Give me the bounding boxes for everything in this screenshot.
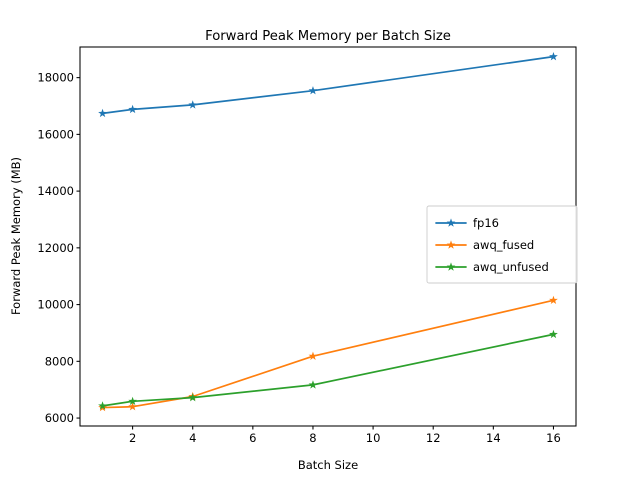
series-fp16: [98, 52, 558, 118]
x-tick-label: 12: [426, 431, 441, 445]
data-point-marker: [128, 396, 137, 406]
y-tick-label: 6000: [45, 411, 74, 425]
data-point-marker: [549, 295, 558, 305]
y-axis-label: Forward Peak Memory (MB): [9, 157, 23, 315]
data-point-marker: [549, 329, 558, 339]
chart-title: Forward Peak Memory per Batch Size: [205, 29, 451, 44]
x-axis-label: Batch Size: [298, 458, 358, 472]
data-point-marker: [549, 52, 558, 61]
legend-label: awq_unfused: [473, 260, 549, 274]
x-tick-label: 14: [486, 431, 501, 445]
x-axis-ticks: 2 4 6 8 10 12 14 16: [129, 426, 561, 445]
data-point-marker: [98, 108, 107, 118]
data-point-marker: [98, 401, 107, 410]
legend-entry-awq_unfused[interactable]: awq_unfused: [435, 260, 549, 274]
y-tick-label: 16000: [37, 127, 74, 141]
x-tick-label: 4: [189, 431, 196, 445]
x-tick-label: 10: [366, 431, 381, 445]
x-tick-label: 8: [309, 431, 316, 445]
legend-label: awq_fused: [473, 238, 534, 252]
series-awq_unfused: [98, 329, 558, 410]
legend-entry-fp16[interactable]: fp16: [435, 216, 499, 230]
legend-entry-awq_fused[interactable]: awq_fused: [435, 238, 534, 252]
x-tick-label: 2: [129, 431, 136, 445]
data-point-marker: [308, 351, 318, 360]
y-tick-label: 10000: [37, 298, 74, 312]
x-tick-label: 16: [546, 431, 561, 445]
data-point-marker: [128, 104, 137, 114]
y-tick-label: 12000: [37, 241, 74, 255]
legend-swatch-marker: [446, 218, 456, 227]
data-point-marker: [308, 380, 318, 389]
chart-legend[interactable]: fp16 awq_fused awq_unfused: [426, 205, 578, 284]
legend-background: [426, 205, 578, 284]
data-point-marker: [188, 100, 198, 109]
data-point-marker: [308, 86, 318, 95]
data-series-layer: [98, 52, 558, 412]
x-tick-label: 6: [249, 431, 256, 445]
legend-swatch-marker: [446, 240, 456, 249]
y-tick-label: 18000: [37, 71, 74, 85]
legend-label: fp16: [473, 216, 499, 230]
legend-swatch-marker: [446, 262, 456, 271]
y-axis-ticks: 6000 8000 10000 12000 14000 16000 18000: [37, 71, 80, 425]
data-point-marker: [128, 402, 137, 411]
y-tick-label: 8000: [45, 354, 74, 368]
y-tick-label: 14000: [37, 184, 74, 198]
data-point-marker: [188, 393, 198, 402]
